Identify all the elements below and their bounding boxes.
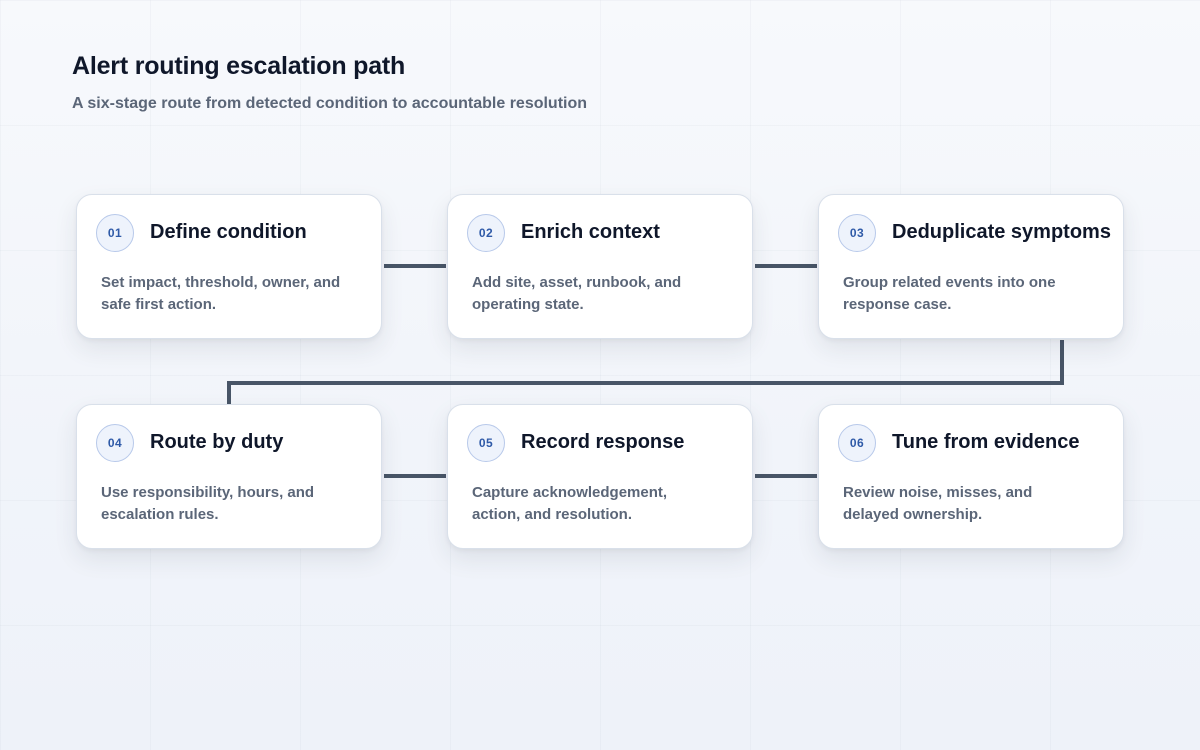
stage-description: Review noise, misses, and delayed owners…	[843, 484, 1033, 523]
stage-card-05: 05 Record response Capture acknowledgeme…	[447, 404, 753, 549]
stage-card-02: 02 Enrich context Add site, asset, runbo…	[447, 194, 753, 339]
stage-description: Capture acknowledgement, action, and res…	[472, 484, 668, 523]
stage-number-badge: 02	[467, 214, 505, 252]
stage-number-badge: 06	[838, 424, 876, 462]
stage-number-badge: 03	[838, 214, 876, 252]
stage-card-01: 01 Define condition Set impact, threshol…	[76, 194, 382, 339]
stage-card-04: 04 Route by duty Use responsibility, hou…	[76, 404, 382, 549]
page-subtitle: A six-stage route from detected conditio…	[72, 95, 588, 112]
stage-card-03: 03 Deduplicate symptoms Group related ev…	[818, 194, 1124, 339]
stage-number-badge: 01	[96, 214, 134, 252]
stage-description: Group related events into one response c…	[843, 274, 1056, 313]
stage-title: Define condition	[150, 221, 307, 243]
stage-title: Route by duty	[150, 431, 284, 453]
stage-number-badge: 04	[96, 424, 134, 462]
page-title: Alert routing escalation path	[72, 52, 406, 80]
stage-title: Enrich context	[521, 221, 660, 243]
stage-description: Set impact, threshold, owner, and safe f…	[101, 274, 341, 313]
stage-number-badge: 05	[467, 424, 505, 462]
stage-title: Tune from evidence	[892, 431, 1080, 453]
connector-03-04	[227, 340, 1064, 404]
stage-title: Record response	[521, 431, 685, 453]
stage-title: Deduplicate symptoms	[892, 221, 1111, 243]
stage-card-06: 06 Tune from evidence Review noise, miss…	[818, 404, 1124, 549]
stage-description: Use responsibility, hours, and escalatio…	[101, 484, 315, 523]
stage-description: Add site, asset, runbook, and operating …	[472, 274, 682, 313]
